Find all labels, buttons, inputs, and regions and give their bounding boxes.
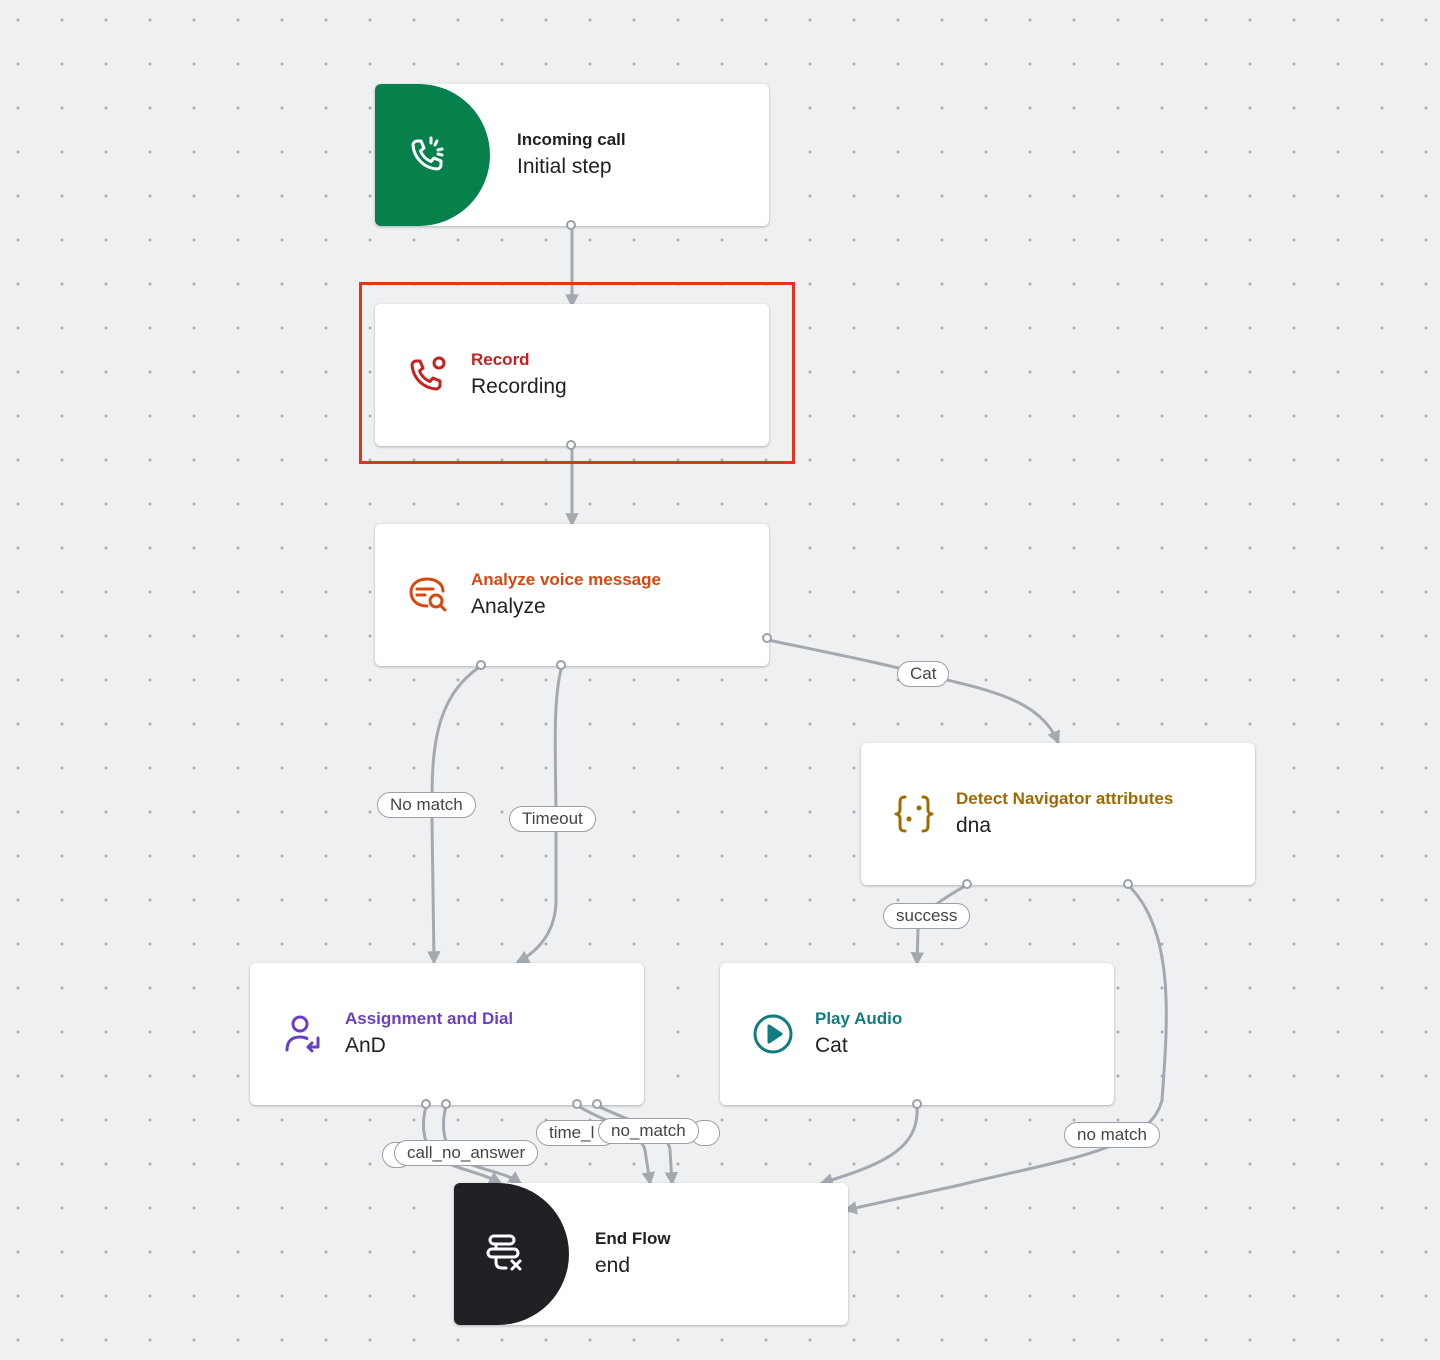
- node-record-type: Record: [471, 350, 530, 369]
- end-flow-icon: [480, 1229, 532, 1279]
- node-play-type: Play Audio: [815, 1009, 903, 1028]
- port-assign-out-4[interactable]: [592, 1099, 602, 1109]
- node-detect-navigator[interactable]: Detect Navigator attributes dna: [861, 743, 1255, 885]
- node-incoming-name: Initial step: [517, 155, 612, 178]
- node-assign-type: Assignment and Dial: [345, 1009, 514, 1028]
- node-assign-name: AnD: [345, 1034, 386, 1057]
- curly-braces-icon: [889, 789, 939, 839]
- node-end-name: end: [595, 1254, 631, 1277]
- node-detect-name: dna: [956, 814, 992, 837]
- node-incoming-icon-area: [375, 84, 490, 226]
- edge-label-cat[interactable]: Cat: [897, 661, 950, 687]
- port-detect-out-nomatch[interactable]: [1123, 879, 1133, 889]
- edge-label-no-match[interactable]: No match: [377, 792, 476, 818]
- node-analyze-name: Analyze: [471, 595, 546, 618]
- port-assign-out-3[interactable]: [572, 1099, 582, 1109]
- port-analyze-out-timeout[interactable]: [556, 660, 566, 670]
- port-assign-out-1[interactable]: [421, 1099, 431, 1109]
- node-play-name: Cat: [815, 1034, 848, 1057]
- edge-play-to-end: [819, 1104, 919, 1187]
- node-play-audio[interactable]: Play Audio Cat: [720, 963, 1114, 1105]
- edge-analyze-to-detect: [766, 638, 1060, 745]
- node-end-icon-area: [454, 1183, 569, 1325]
- analyze-message-icon: [403, 570, 453, 620]
- person-dial-icon: [278, 1009, 328, 1059]
- node-detect-type: Detect Navigator attributes: [956, 789, 1174, 808]
- phone-record-icon: [403, 350, 453, 400]
- edge-label-no-match-underscore[interactable]: no_match: [598, 1118, 699, 1144]
- edge-label-timeout[interactable]: Timeout: [509, 806, 596, 832]
- node-end-type: End Flow: [595, 1229, 671, 1248]
- node-incoming-call[interactable]: Incoming call Initial step: [375, 84, 769, 226]
- port-record-out[interactable]: [566, 440, 576, 450]
- node-record[interactable]: Record Recording: [375, 304, 769, 446]
- port-incoming-out[interactable]: [566, 220, 576, 230]
- node-end-flow[interactable]: End Flow end: [454, 1183, 848, 1325]
- node-analyze[interactable]: Analyze voice message Analyze: [375, 524, 769, 666]
- node-incoming-type: Incoming call: [517, 130, 626, 149]
- port-assign-out-2[interactable]: [441, 1099, 451, 1109]
- port-analyze-out-cat[interactable]: [762, 633, 772, 643]
- edge-label-call-no-answer[interactable]: call_no_answer: [394, 1140, 539, 1166]
- node-analyze-type: Analyze voice message: [471, 570, 661, 589]
- node-assignment-dial[interactable]: Assignment and Dial AnD: [250, 963, 644, 1105]
- node-record-name: Recording: [471, 375, 567, 398]
- phone-incoming-icon: [401, 130, 453, 180]
- edge-label-success[interactable]: success: [883, 903, 971, 929]
- port-analyze-out-nomatch[interactable]: [476, 660, 486, 670]
- edge-label-no-match-lower[interactable]: no match: [1064, 1122, 1160, 1148]
- play-circle-icon: [748, 1009, 798, 1059]
- selection-highlight-box: [359, 282, 795, 464]
- port-detect-out-success[interactable]: [962, 879, 972, 889]
- port-play-out[interactable]: [912, 1099, 922, 1109]
